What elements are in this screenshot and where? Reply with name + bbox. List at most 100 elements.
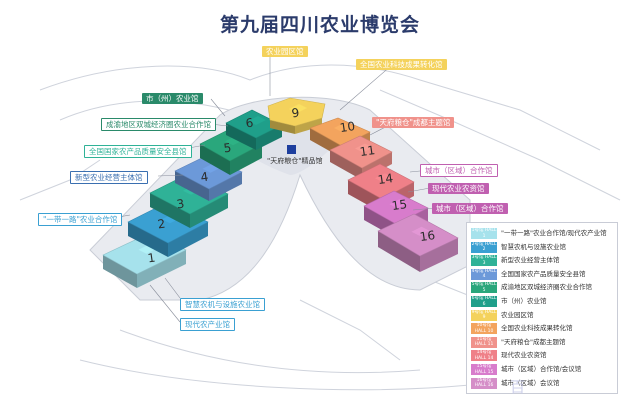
hall-4[interactable]: 4 xyxy=(174,154,243,201)
hall-1-side-right xyxy=(103,255,137,288)
hall-5-side-left xyxy=(230,144,262,175)
callout-chengshi-hezuo: 城市（区域）合作馆 xyxy=(420,164,498,177)
hall-15-number: 15 xyxy=(391,197,408,213)
legend-label: 全国农业科技成果转化馆 xyxy=(501,324,573,333)
hall-1-side-left xyxy=(137,250,186,288)
hall-4-side-left xyxy=(209,172,242,201)
hall-9-side-left xyxy=(295,118,322,134)
legend-label: "一带一路"农业合作馆/现代农产业馆 xyxy=(501,229,607,237)
callout-yidai: "一带一路"农业合作馆 xyxy=(38,213,123,226)
watermark: 百 xyxy=(510,378,529,396)
legend-swatch: 10号馆 HALL 10 xyxy=(471,323,497,335)
legend-row: 11号馆 HALL 11 "天府粮仓"成都主题馆 xyxy=(471,336,615,349)
legend-swatch: 1号馆 HALL 1 xyxy=(471,228,497,239)
hall-10-number: 10 xyxy=(339,119,356,135)
hall-11-courtyard xyxy=(355,143,373,153)
legend-row: 3号馆 HALL 3 新型农业经营主体馆 xyxy=(471,254,615,267)
legend: 1号馆 HALL 1 "一带一路"农业合作馆/现代农产业馆 2号馆 HALL 2 智慧… xyxy=(466,222,618,394)
hall-6-side-right xyxy=(226,123,256,150)
legend-swatch: 14号馆 HALL 14 xyxy=(471,350,497,362)
callout-quanguo-jishu: 全国农业科技成果转化馆 xyxy=(356,59,447,70)
legend-row: 5号馆 HALL 5 成渝地区双城经济圈农业合作馆 xyxy=(471,281,615,294)
legend-label: 全国国家农产品质量安全县馆 xyxy=(501,269,586,278)
callout-xinxing: 新型农业经营主体馆 xyxy=(70,171,148,184)
hall-6-side-left xyxy=(256,125,282,150)
callout-xiandai-chanye: 现代农产业馆 xyxy=(180,318,235,331)
page-title: 第九届四川农业博览会 xyxy=(219,14,420,36)
legend-swatch: 16号馆 HALL 16 xyxy=(471,377,497,389)
hall-4-number: 4 xyxy=(200,170,210,185)
legend-label: 城市（区域）会议馆 xyxy=(501,378,560,387)
callout-nong: 农业园区馆 xyxy=(262,46,308,57)
legend-swatch: 4号馆 HALL 4 xyxy=(471,268,497,280)
hall-16-number: 16 xyxy=(419,228,436,244)
hall-15-courtyard xyxy=(389,199,408,209)
hall-16-side-right xyxy=(378,231,420,272)
hall-16-side-left xyxy=(420,238,458,272)
legend-label: 现代农业农资馆 xyxy=(501,351,547,360)
hall-16[interactable]: 16 xyxy=(377,213,459,272)
legend-swatch: 2号馆 HALL 2 xyxy=(471,241,497,253)
callout-zhihui: 智慧农机与设施农业馆 xyxy=(180,298,265,311)
hall-3-side-left xyxy=(190,194,228,228)
legend-row: 14号馆 HALL 14 现代农业农资馆 xyxy=(471,349,615,362)
legend-row: 6号馆 HALL 6 市（州）农业馆 xyxy=(471,295,615,308)
hall-14-courtyard xyxy=(375,173,393,183)
legend-swatch: 6号馆 HALL 6 xyxy=(471,296,497,307)
hall-3-side-right xyxy=(150,193,190,228)
hall-6-number: 6 xyxy=(245,116,255,131)
hall-14-roof xyxy=(347,163,415,200)
legend-label: 市（州）农业馆 xyxy=(501,297,547,305)
hall-16-courtyard xyxy=(411,226,430,236)
callout-chengshi-hezuo-2: 城市（区域）合作馆 xyxy=(432,203,508,214)
callout-xiandai-fuwu: 现代农业农资馆 xyxy=(428,183,489,194)
hall-3[interactable]: 3 xyxy=(149,173,229,228)
legend-row: 1号馆 HALL 1 "一带一路"农业合作馆/现代农产业馆 xyxy=(471,227,615,240)
legend-swatch: 3号馆 HALL 3 xyxy=(471,255,497,267)
legend-swatch: 11号馆 HALL 11 xyxy=(471,336,497,348)
hall-9-side-right xyxy=(270,120,295,134)
hall-5-side-right xyxy=(200,144,230,175)
center-hall-label: "天府粮仓"精品馆 xyxy=(267,157,323,165)
hall-14-number: 14 xyxy=(377,171,394,187)
legend-row: 15号馆 HALL 15 城市（区域）合作馆/会议馆 xyxy=(471,363,615,376)
hall-3-number: 3 xyxy=(176,197,186,212)
hall-9[interactable]: 9 xyxy=(267,97,326,134)
hall-2-side-left xyxy=(168,222,208,257)
hall-10-courtyard xyxy=(334,123,352,132)
road-network xyxy=(19,64,621,391)
hall-6-courtyard xyxy=(248,116,266,125)
legend-label: 成渝地区双城经济圈农业合作馆 xyxy=(501,283,592,292)
legend-label: 新型农业经营主体馆 xyxy=(501,256,560,265)
center-hall-marker xyxy=(287,145,296,154)
legend-swatch: 5号馆 HALL 5 xyxy=(471,282,497,294)
callout-shi-zhou: 市（州）农业馆 xyxy=(142,93,203,104)
legend-row: 9号馆 HALL 9 农业园区馆 xyxy=(471,309,615,322)
hall-5-number: 5 xyxy=(223,141,233,156)
hall-2-side-right xyxy=(128,222,168,257)
legend-row: 2号馆 HALL 2 智慧农机与设施农业馆 xyxy=(471,241,615,254)
legend-row: 10号馆 HALL 10 全国农业科技成果转化馆 xyxy=(471,322,615,335)
legend-label: 农业园区馆 xyxy=(501,310,534,319)
hall-11-side-right xyxy=(330,150,362,180)
callout-tianfu: "天府粮仓"成都主题馆 xyxy=(372,117,455,128)
legend-swatch: 15号馆 HALL 15 xyxy=(471,364,497,375)
legend-label: 城市（区域）合作馆/会议馆 xyxy=(501,365,582,373)
hall-4-side-right xyxy=(175,171,209,201)
hall-9-number: 9 xyxy=(291,106,301,121)
callout-chengyu: 成渝地区双城经济圈农业合作馆 xyxy=(101,118,216,131)
hall-11-roof xyxy=(329,135,393,169)
legend-row: 4号馆 HALL 4 全国国家农产品质量安全县馆 xyxy=(471,268,615,281)
hall-11-number: 11 xyxy=(359,143,376,159)
hall-9-courtyard xyxy=(289,104,307,113)
hall-1-number: 1 xyxy=(147,251,157,266)
legend-row: 16号馆 HALL 16 城市（区域）会议馆 xyxy=(471,377,615,390)
hall-4-roof xyxy=(174,154,243,190)
legend-label: "天府粮仓"成都主题馆 xyxy=(501,337,566,346)
legend-swatch: 9号馆 HALL 9 xyxy=(471,309,497,321)
hall-2-number: 2 xyxy=(157,217,167,232)
legend-label: 智慧农机与设施农业馆 xyxy=(501,242,566,251)
hall-6[interactable]: 6 xyxy=(225,109,283,150)
